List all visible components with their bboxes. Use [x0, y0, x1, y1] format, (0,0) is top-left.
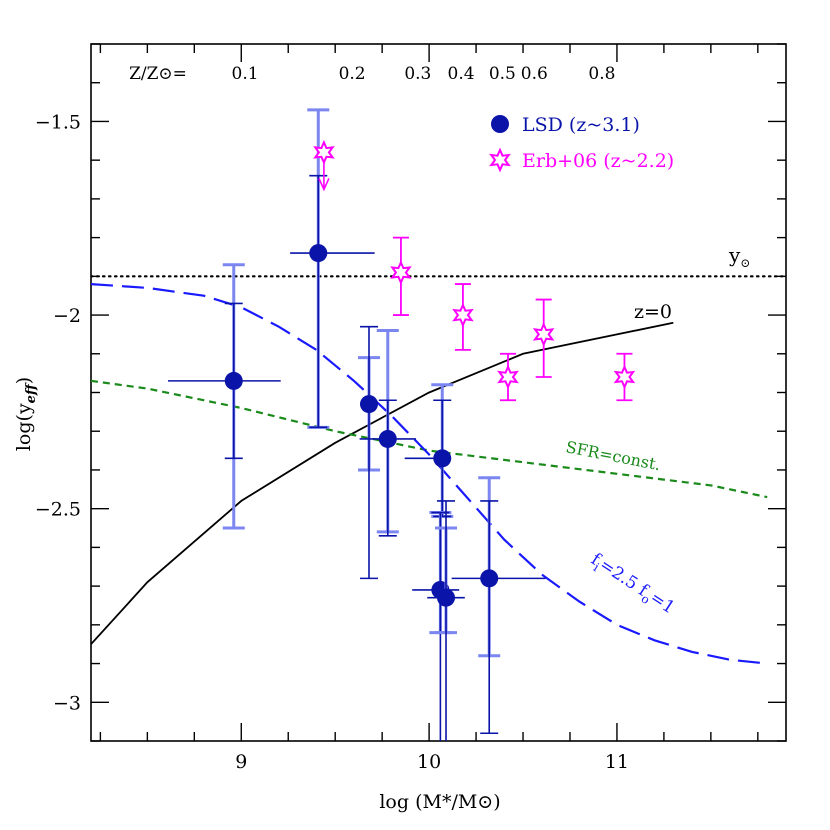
- lsd-point: [309, 244, 328, 263]
- data-layer: [91, 108, 786, 741]
- outflow-curve: [91, 283, 768, 665]
- legend-erb-label: Erb+06 (z~2.2): [522, 150, 674, 172]
- erb-point: [532, 321, 555, 347]
- metallicity-value: 0.6: [521, 64, 548, 84]
- legend: LSD (z~3.1) Erb+06 (z~2.2): [489, 114, 674, 173]
- y-tick-label: −2.5: [35, 499, 81, 521]
- y-tick-label: −3: [53, 692, 81, 714]
- plot-frame: [90, 43, 787, 742]
- lsd-point: [360, 395, 378, 414]
- y-axis-title-close: ): [13, 377, 35, 384]
- solar-yield-label: y⊙: [728, 243, 750, 270]
- metallicity-value: 0.5: [489, 64, 516, 84]
- lsd-point: [433, 449, 452, 468]
- erb-point: [613, 364, 636, 390]
- x-tick-label: 10: [417, 751, 441, 773]
- legend-lsd-label: LSD (z~3.1): [522, 114, 640, 136]
- erb-point: [497, 364, 519, 390]
- legend-erb-marker: [489, 147, 511, 173]
- lsd-point: [224, 371, 243, 390]
- y-axis-title-main: log(y: [13, 403, 35, 451]
- y-axis-title: log(yeff): [13, 377, 39, 451]
- x-axis-title: log (M*/M⊙): [379, 791, 500, 813]
- metallicity-value: 0.8: [588, 64, 615, 84]
- solar-yield-label-main: y: [728, 243, 741, 267]
- erb-point: [313, 139, 335, 165]
- legend-star-icon: [489, 147, 511, 173]
- z0-curve: [91, 321, 674, 645]
- tick-labels: 9 10 11 −1.5 −2 −2.5 −3: [35, 111, 629, 773]
- y-axis-title-sub: eff: [24, 382, 39, 403]
- sfr-const-curve: [91, 379, 768, 499]
- lsd-point: [437, 588, 456, 607]
- erb-point: [390, 260, 412, 285]
- outflow-label-i: i: [591, 560, 602, 574]
- x-tick-label: 9: [235, 751, 247, 773]
- metallicity-axis-label: Z/Z⊙=: [129, 64, 187, 84]
- metallicity-value: 0.2: [339, 64, 366, 84]
- outflow-label-end: =1: [646, 588, 678, 618]
- metallicity-value: 0.3: [404, 64, 431, 84]
- solar-yield-label-sub: ⊙: [740, 256, 750, 270]
- erb-upper-limit-arrow: [318, 178, 330, 192]
- y-tick-label: −1.5: [35, 111, 81, 133]
- x-tick-label: 11: [605, 751, 629, 773]
- metallicity-value: 0.4: [448, 64, 475, 84]
- outflow-curve-label: fi=2.5 fo=1: [586, 549, 679, 620]
- z0-curve-label: z=0: [634, 301, 672, 323]
- erb-point: [452, 302, 474, 328]
- axis-ticks: [91, 43, 786, 742]
- metallicity-value: 0.1: [232, 64, 259, 84]
- lsd-point: [378, 429, 397, 448]
- legend-lsd-marker: [491, 115, 509, 133]
- lsd-point: [480, 569, 499, 588]
- y-tick-label: −2: [53, 305, 81, 327]
